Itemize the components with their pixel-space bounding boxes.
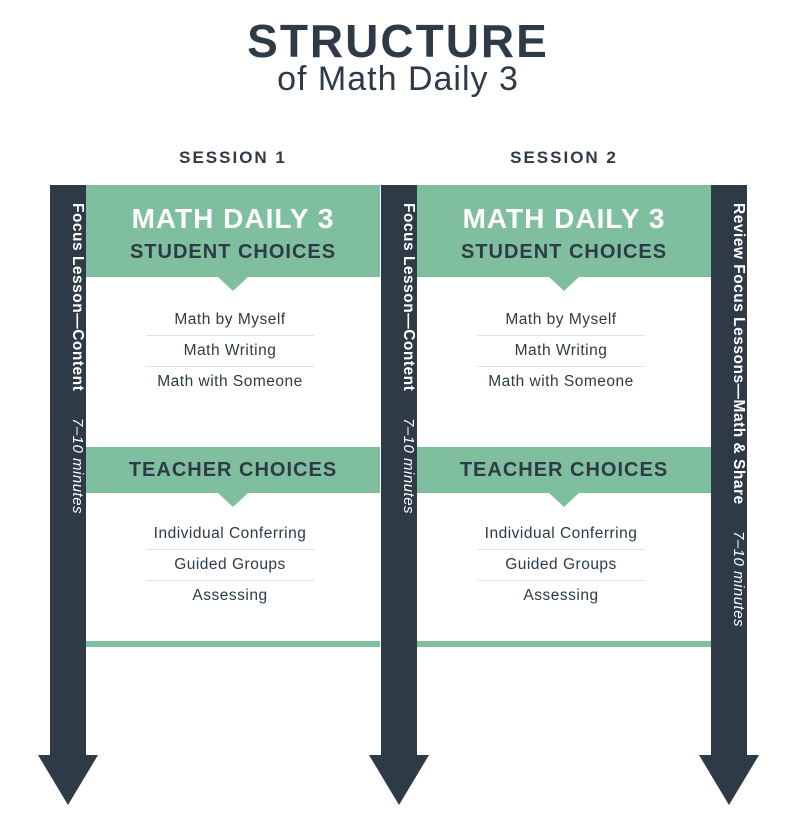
arrow-down-icon <box>38 755 98 805</box>
session-1-panel: MATH DAILY 3 STUDENT CHOICES Math by Mys… <box>86 185 380 649</box>
arrow-label: Review Focus Lessons—Math & Share 7–10 m… <box>729 203 747 627</box>
list-item: Math Writing <box>146 336 314 367</box>
header-pointer <box>218 493 248 507</box>
teacher-choices-list: Individual Conferring Guided Groups Asse… <box>477 519 645 611</box>
arrow-duration: 7–10 minutes <box>69 417 86 514</box>
arrow-title: Focus Lesson—Content <box>400 203 417 392</box>
arrow-duration: 7–10 minutes <box>400 417 417 514</box>
session-2-panel: MATH DAILY 3 STUDENT CHOICES Math by Mys… <box>417 185 711 649</box>
list-item: Math with Someone <box>488 373 634 390</box>
list-item: Math by Myself <box>146 305 314 336</box>
session-2-label: SESSION 2 <box>510 148 618 167</box>
arrow-duration: 7–10 minutes <box>730 531 747 628</box>
list-item: Math with Someone <box>157 373 303 390</box>
header-pointer <box>549 277 579 291</box>
page-subtitle: of Math Daily 3 <box>277 60 519 98</box>
list-item: Math by Myself <box>477 305 645 336</box>
list-item: Individual Conferring <box>477 519 645 550</box>
arrow-down-icon <box>369 755 429 805</box>
panel-bottom-bar <box>417 641 711 647</box>
arrow-title: Review Focus Lessons—Math & Share <box>730 203 747 505</box>
header-subtitle: STUDENT CHOICES <box>460 241 668 263</box>
list-item: Assessing <box>192 587 268 604</box>
header-subtitle: TEACHER CHOICES <box>128 459 338 481</box>
list-item: Guided Groups <box>146 550 314 581</box>
session-1-label: SESSION 1 <box>179 148 287 167</box>
list-item: Individual Conferring <box>146 519 314 550</box>
list-item: Math Writing <box>477 336 645 367</box>
arrow-down-icon <box>699 755 759 805</box>
panel-bottom-bar <box>86 641 380 647</box>
page-title: STRUCTURE <box>247 15 549 67</box>
arrow-shaft <box>711 185 747 755</box>
student-choices-list: Math by Myself Math Writing Math with So… <box>146 305 314 397</box>
arrow-shaft <box>381 185 417 755</box>
teacher-choices-list: Individual Conferring Guided Groups Asse… <box>146 519 314 611</box>
student-choices-header: MATH DAILY 3 STUDENT CHOICES <box>86 185 380 277</box>
list-item: Guided Groups <box>477 550 645 581</box>
arrow-label: Focus Lesson—Content 7–10 minutes <box>399 203 417 514</box>
list-item: Assessing <box>523 587 599 604</box>
arrow-shaft <box>50 185 86 755</box>
header-pointer <box>549 493 579 507</box>
header-subtitle: TEACHER CHOICES <box>459 459 669 481</box>
arrow-label: Focus Lesson—Content 7–10 minutes <box>68 203 86 514</box>
student-choices-list: Math by Myself Math Writing Math with So… <box>477 305 645 397</box>
teacher-choices-header: TEACHER CHOICES <box>417 447 711 493</box>
student-choices-header: MATH DAILY 3 STUDENT CHOICES <box>417 185 711 277</box>
arrow-title: Focus Lesson—Content <box>69 203 86 392</box>
header-title: MATH DAILY 3 <box>462 203 666 234</box>
teacher-choices-header: TEACHER CHOICES <box>86 447 380 493</box>
header-title: MATH DAILY 3 <box>131 203 335 234</box>
header-pointer <box>218 277 248 291</box>
header-subtitle: STUDENT CHOICES <box>129 241 337 263</box>
